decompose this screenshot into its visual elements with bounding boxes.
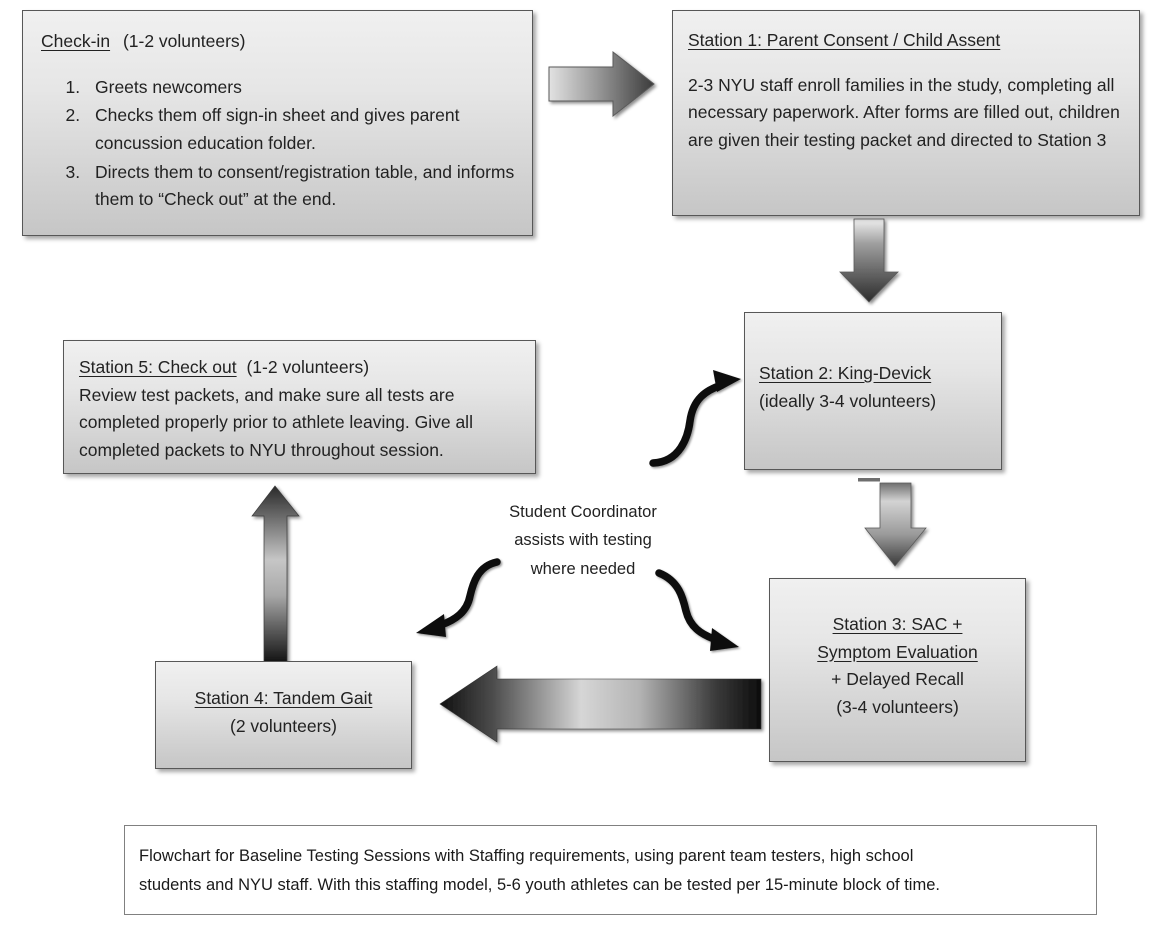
station4-box: Station 4: Tandem Gait (2 volunteers): [155, 661, 412, 769]
station5-box: Station 5: Check out (1-2 volunteers) Re…: [63, 340, 536, 474]
checkin-steps-list: Greets newcomers Checks them off sign-in…: [41, 74, 516, 214]
station3-line3: + Delayed Recall: [831, 669, 964, 690]
coordinator-note-line2: assists with testing: [514, 531, 652, 550]
station1-heading: Station 1: Parent Consent / Child Assent: [688, 30, 1001, 50]
curved-arrow-to-station2: [649, 370, 741, 467]
station5-heading-row: Station 5: Check out (1-2 volunteers): [79, 354, 523, 382]
list-item: Greets newcomers: [85, 74, 516, 102]
arrow-tick-mark: [858, 478, 880, 482]
list-item: Checks them off sign-in sheet and gives …: [85, 102, 516, 157]
station3-heading-line2: Symptom Evaluation: [817, 641, 978, 662]
station1-box: Station 1: Parent Consent / Child Assent…: [672, 10, 1140, 216]
station1-body: 2-3 NYU staff enroll families in the stu…: [688, 74, 1120, 150]
list-item: Directs them to consent/registration tab…: [85, 159, 516, 214]
curved-arrow-to-station3: [655, 569, 739, 651]
arrow-station2-to-station3: [864, 482, 927, 567]
station2-box: Station 2: King-Devick (ideally 3-4 volu…: [744, 312, 1002, 470]
arrow-checkin-to-station1: [548, 50, 655, 118]
arrow-station3-to-station4: [439, 665, 762, 743]
station3-box: Station 3: SAC + Symptom Evaluation + De…: [769, 578, 1026, 762]
caption-line-2: students and NYU staff. With this staffi…: [139, 875, 940, 894]
station3-heading-line1: Station 3: SAC +: [832, 614, 963, 634]
checkin-heading: Check-in: [41, 31, 111, 51]
station5-body: Review test packets, and make sure all t…: [79, 384, 473, 460]
arrow-station4-to-station5: [251, 485, 300, 663]
checkin-heading-row: Check-in (1-2 volunteers): [41, 28, 516, 56]
station2-subheading: (ideally 3-4 volunteers): [759, 390, 937, 411]
arrow-station1-to-station2: [839, 218, 899, 303]
student-coordinator-note: Student Coordinator assists with testing…: [483, 498, 683, 583]
station5-heading: Station 5: Check out: [79, 357, 237, 377]
caption-box: Flowchart for Baseline Testing Sessions …: [124, 825, 1097, 915]
checkin-box: Check-in (1-2 volunteers) Greets newcome…: [22, 10, 533, 236]
coordinator-note-line1: Student Coordinator: [509, 503, 657, 521]
curved-arrow-to-station4: [416, 558, 501, 637]
station3-line4: (3-4 volunteers): [836, 696, 959, 717]
station4-heading: Station 4: Tandem Gait: [194, 688, 373, 708]
station4-subheading: (2 volunteers): [230, 715, 337, 736]
station5-heading-suffix: (1-2 volunteers): [246, 357, 370, 377]
caption-line-1: Flowchart for Baseline Testing Sessions …: [139, 847, 914, 865]
coordinator-note-line3: where needed: [530, 559, 636, 578]
checkin-heading-suffix: (1-2 volunteers): [122, 31, 246, 51]
station2-heading: Station 2: King-Devick: [759, 363, 932, 383]
